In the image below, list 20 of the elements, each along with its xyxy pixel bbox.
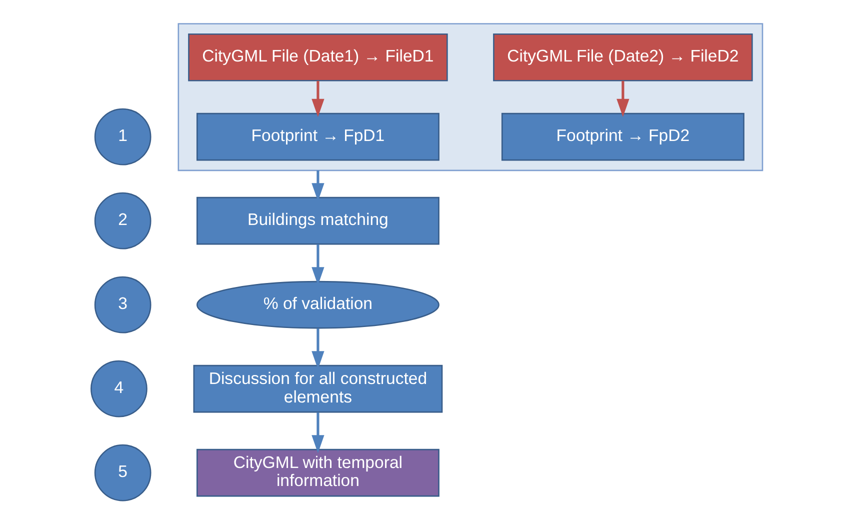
- node-ellipse: % of validation: [196, 280, 440, 329]
- arrow: [616, 80, 630, 117]
- arrow: [312, 170, 324, 202]
- node-box: Footprint → FpD2: [501, 112, 744, 161]
- node-box: Buildings matching: [196, 196, 440, 245]
- node-circle: 5: [94, 444, 152, 502]
- node-circle: 3: [94, 276, 152, 334]
- node-circle: 1: [94, 108, 152, 166]
- node-box: CityGML File (Date2) → FileD2: [493, 33, 753, 82]
- arrow: [312, 80, 324, 117]
- arrow: [312, 412, 324, 454]
- cluster: [178, 23, 764, 172]
- arrow: [312, 244, 324, 286]
- node-circle: 4: [90, 360, 148, 418]
- arrow: [312, 328, 324, 370]
- node-circle: 2: [94, 192, 152, 250]
- node-box: CityGML with temporal information: [196, 448, 440, 497]
- node-box: CityGML File (Date1) → FileD1: [188, 33, 448, 82]
- node-box: Discussion for all constructed elements: [193, 364, 443, 413]
- node-box: Footprint → FpD1: [196, 112, 440, 161]
